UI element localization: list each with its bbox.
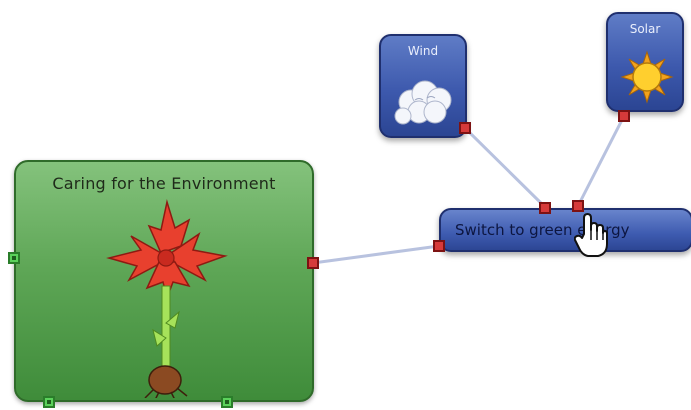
connection-handle-wind[interactable] (459, 122, 471, 134)
connection-handle-main-bottom-left[interactable] (43, 396, 55, 408)
topic-title: Wind (407, 44, 439, 58)
link-wind-to-switch (463, 126, 547, 209)
sun-icon (620, 50, 674, 104)
connection-handle-solar[interactable] (618, 110, 630, 122)
cloud-icon (394, 80, 452, 125)
connection-handle-main-left[interactable] (8, 252, 20, 264)
connection-handle-switch-input[interactable] (433, 240, 445, 252)
topic-wind[interactable]: Wind (379, 34, 467, 138)
flower-icon (106, 199, 228, 398)
connection-handle-main-bottom-right[interactable] (221, 396, 233, 408)
link-solar-to-switch (576, 115, 626, 207)
connection-handle-switch-right[interactable] (572, 200, 584, 212)
connection-handle-switch-left[interactable] (539, 202, 551, 214)
hand-cursor-icon (574, 213, 608, 257)
topic-title: Caring for the Environment (52, 174, 276, 193)
topic-switch-to-green-energy[interactable]: Switch to green energy (439, 208, 691, 252)
topic-caring-for-environment[interactable]: Caring for the Environment (14, 160, 314, 402)
connection-handle-main[interactable] (307, 257, 319, 269)
topic-title: Solar (629, 22, 661, 36)
topic-solar[interactable]: Solar (606, 12, 684, 112)
link-main-to-switch (312, 244, 440, 265)
